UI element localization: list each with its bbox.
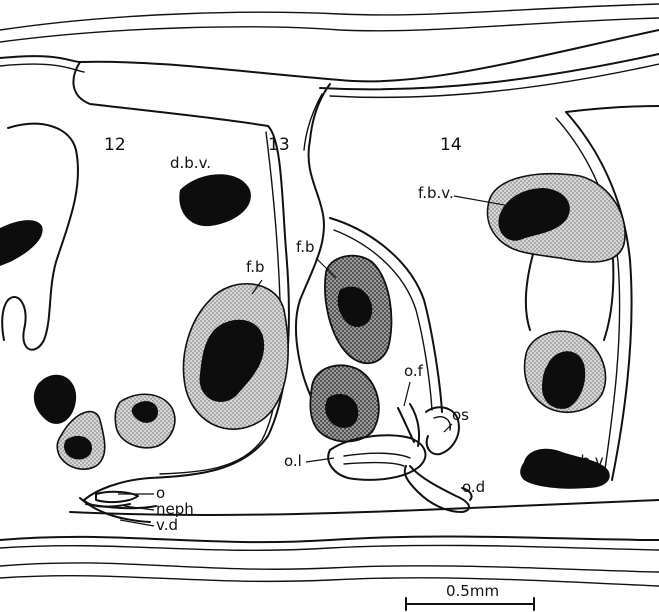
label-os: os xyxy=(452,406,469,424)
label-fb-large: f.b xyxy=(246,258,264,276)
segment-14-label: 14 xyxy=(440,135,462,155)
label-of: o.f xyxy=(404,362,424,380)
label-vd: v.d xyxy=(156,516,178,534)
label-ol: o.l xyxy=(284,452,302,470)
fat-bodies-left xyxy=(34,375,175,469)
label-fbv: f.b.v. xyxy=(418,184,454,202)
fat-bodies-mid xyxy=(310,256,391,442)
fat-body-large xyxy=(183,284,288,429)
scale-bar-label: 0.5mm xyxy=(446,582,499,600)
segment-13-label: 13 xyxy=(268,135,290,155)
label-fb-mid: f.b xyxy=(296,238,314,256)
scale-bar: 0.5mm xyxy=(406,582,534,610)
label-vbv: v.b.v xyxy=(568,452,604,470)
dorsal-blood-vessel xyxy=(179,174,251,226)
dorsal-body-wall xyxy=(0,4,659,112)
label-od: o.d xyxy=(462,478,485,496)
label-dbv: d.b.v. xyxy=(170,154,211,172)
fat-bodies-right xyxy=(488,174,626,412)
segment-12-label: 12 xyxy=(104,135,126,155)
ventral-body-wall xyxy=(0,500,659,586)
left-blood-vessel xyxy=(0,220,43,266)
